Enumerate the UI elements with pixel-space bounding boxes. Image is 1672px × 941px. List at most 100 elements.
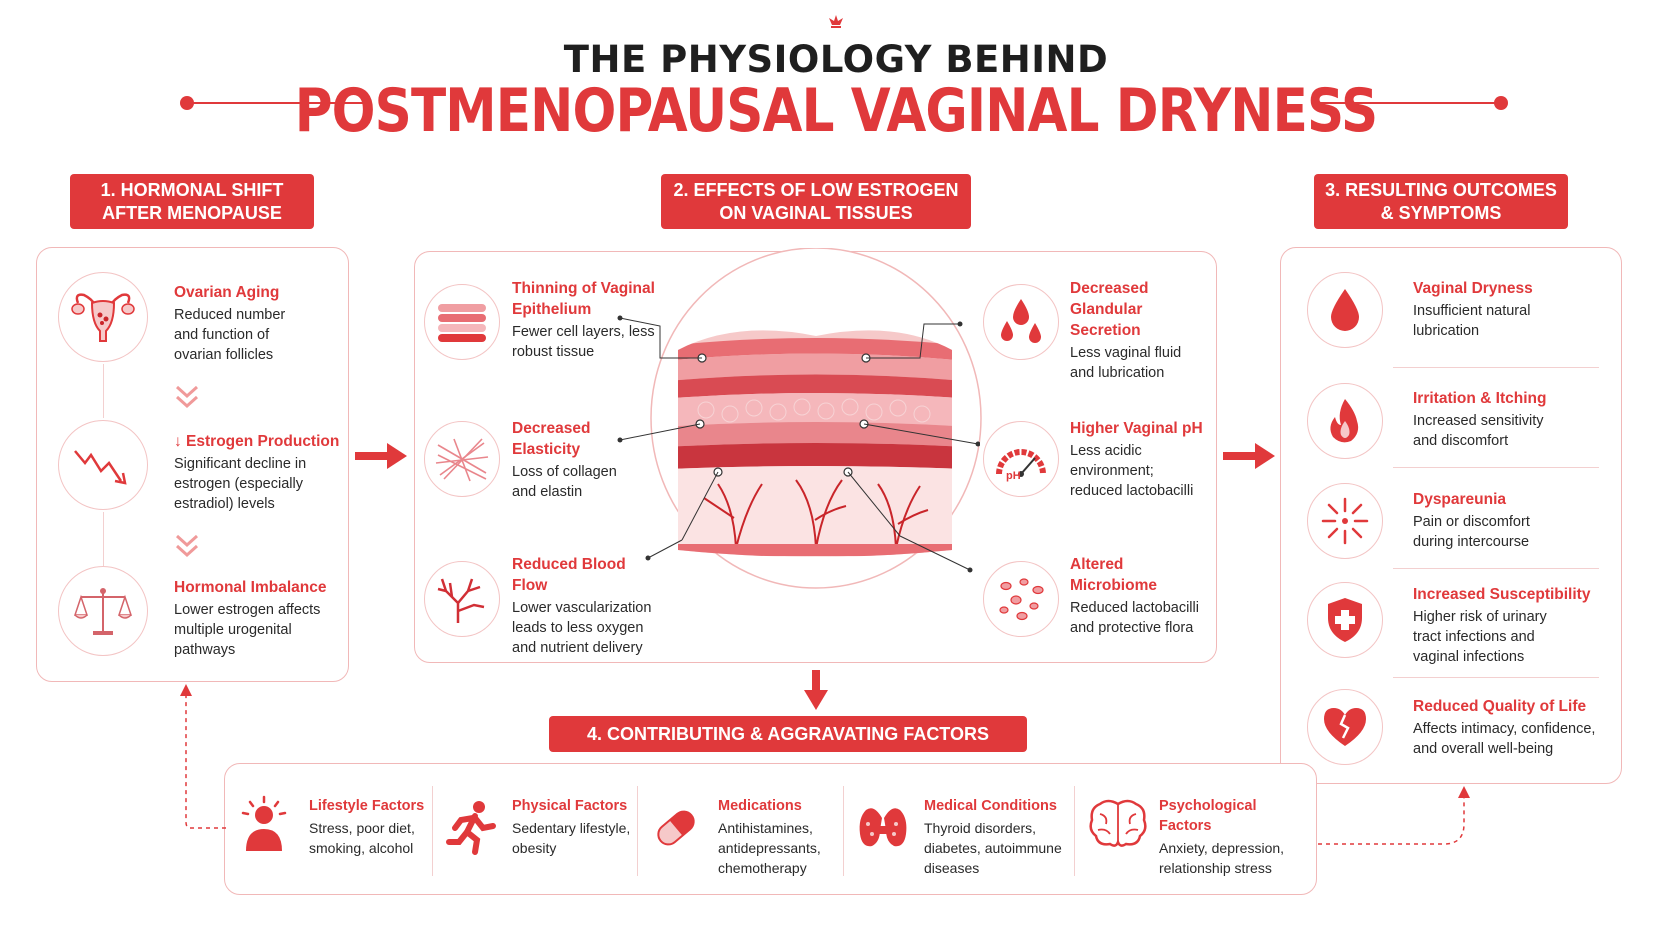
- factor-desc: Sedentary lifestyle, obesity: [512, 820, 631, 856]
- section-header-outcomes: 3. RESULTING OUTCOMES & SYMPTOMS: [1314, 174, 1568, 229]
- item-desc: Less acidic environment; reduced lactoba…: [1070, 443, 1194, 499]
- outcome-item-dryness: Vaginal Dryness Insufficient natural lub…: [1413, 278, 1603, 341]
- factor-divider: [432, 786, 433, 876]
- chevron-down-icon: [175, 534, 199, 558]
- effect-item-ph: Higher Vaginal pH Less acidic environmen…: [1070, 418, 1210, 501]
- factor-title: Medical Conditions: [924, 798, 1057, 814]
- lotus-icon: [829, 15, 843, 28]
- connector-line: [103, 364, 104, 418]
- effect-item-epithelium: Thinning of Vaginal Epithelium Fewer cel…: [512, 278, 662, 362]
- outcome-item-dyspareunia: Dyspareunia Pain or discomfort during in…: [1413, 489, 1603, 552]
- factor-desc: Antihistamines, antidepressants, chemoth…: [718, 820, 821, 876]
- pill-icon: [657, 810, 695, 846]
- shield-cross-icon: [1328, 598, 1362, 642]
- item-title: Hormonal Imbalance: [174, 579, 327, 596]
- arrow-right-icon: [355, 443, 407, 469]
- section-header-line: AFTER MENOPAUSE: [102, 202, 282, 223]
- icon-circle-irritation: [1307, 383, 1383, 459]
- factor-title: Physical Factors: [512, 798, 628, 814]
- pain-burst-icon: [1321, 497, 1369, 545]
- scales-icon: [73, 588, 133, 635]
- section-header-line: 2. EFFECTS OF LOW ESTROGEN: [673, 179, 959, 200]
- section-header-line: 3. RESULTING OUTCOMES: [1325, 179, 1557, 200]
- factor-lifestyle: Lifestyle Factors Stress, poor diet, smo…: [309, 796, 434, 858]
- section-header-line: ON VAGINAL TISSUES: [719, 202, 913, 223]
- page-title: POSTMENOPAUSAL VAGINAL DRYNESS: [294, 76, 1378, 146]
- icon-circle-susceptibility: [1307, 582, 1383, 658]
- icon-circle-microbiome: [983, 561, 1059, 637]
- factor-title: Psychological Factors: [1159, 798, 1257, 834]
- item-desc: Loss of collagen and elastin: [512, 464, 617, 500]
- item-desc: Reduced lactobacilli and protective flor…: [1070, 600, 1199, 636]
- thyroid-icon: [859, 808, 907, 847]
- section-header-effects: 2. EFFECTS OF LOW ESTROGEN ON VAGINAL TI…: [661, 174, 971, 229]
- icon-circle-dyspareunia: [1307, 483, 1383, 559]
- icon-circle-elasticity: [424, 421, 500, 497]
- microbes-icon: [999, 578, 1044, 621]
- factor-divider: [637, 786, 638, 876]
- arrow-right-icon: [1223, 443, 1275, 469]
- item-title: Reduced Blood Flow: [512, 556, 626, 594]
- factor-desc: Thyroid disorders, diabetes, autoimmune …: [924, 820, 1062, 876]
- item-desc: Less vaginal fluid and lubrication: [1070, 345, 1182, 381]
- item-title: Dyspareunia: [1413, 491, 1507, 508]
- item-title: Reduced Quality of Life: [1413, 698, 1587, 715]
- title-rule-dot-right: [1494, 96, 1508, 110]
- item-desc: Significant decline in estrogen (especia…: [174, 456, 307, 512]
- effect-item-bloodflow: Reduced Blood Flow Lower vascularization…: [512, 554, 662, 658]
- blood-vessels-icon: [437, 578, 485, 623]
- outcome-item-susceptibility: Increased Susceptibility Higher risk of …: [1413, 584, 1608, 667]
- broken-heart-icon: [1324, 708, 1366, 746]
- hormonal-item-imbalance: Hormonal Imbalance Lower estrogen affect…: [174, 577, 349, 660]
- item-title: Irritation & Itching: [1413, 390, 1547, 407]
- item-desc: Lower estrogen affects multiple urogenit…: [174, 602, 321, 658]
- title-rule-dot-left: [180, 96, 194, 110]
- factor-divider: [843, 786, 844, 876]
- item-title: Decreased Elasticity: [512, 420, 591, 458]
- outcome-divider: [1393, 677, 1599, 678]
- icon-circle-secretion: [983, 284, 1059, 360]
- icon-circle-estrogen: [58, 420, 148, 510]
- drop-icon: [1331, 289, 1359, 331]
- outcome-divider: [1393, 467, 1599, 468]
- running-person-icon: [446, 801, 496, 855]
- factor-desc: Stress, poor diet, smoking, alcohol: [309, 820, 415, 856]
- outcome-divider: [1393, 568, 1599, 569]
- title-top: THE PHYSIOLOGY BEHIND: [563, 38, 1109, 81]
- title-rule-left: [188, 102, 371, 104]
- tissue-layers-icon: [438, 304, 486, 342]
- effect-item-secretion: Decreased Glandular Secretion Less vagin…: [1070, 278, 1215, 383]
- section-header-factors: 4. CONTRIBUTING & AGGRAVATING FACTORS: [549, 716, 1027, 752]
- connector-line: [103, 512, 104, 566]
- chevron-down-icon: [175, 385, 199, 409]
- arrow-down-icon: [804, 670, 828, 710]
- tissue-cross-section-illustration: [650, 248, 982, 589]
- icon-circle-imbalance: [58, 566, 148, 656]
- factor-title: Lifestyle Factors: [309, 798, 425, 814]
- icon-circle-bloodflow: [424, 561, 500, 637]
- declining-graph-icon: [74, 450, 127, 485]
- item-desc: Reduced number and function of ovarian f…: [174, 307, 286, 363]
- uterus-ovaries-icon: [71, 293, 135, 342]
- icon-circle-epithelium: [424, 284, 500, 360]
- factor-medications: Medications Antihistamines, antidepressa…: [718, 796, 838, 878]
- item-desc: Fewer cell layers, less robust tissue: [512, 324, 655, 360]
- item-title: Higher Vaginal pH: [1070, 420, 1203, 437]
- outcome-item-quality: Reduced Quality of Life Affects intimacy…: [1413, 696, 1613, 759]
- icon-circle-ovarian: [58, 272, 148, 362]
- outcome-item-irritation: Irritation & Itching Increased sensitivi…: [1413, 388, 1603, 451]
- section-header-hormonal: 1. HORMONAL SHIFT AFTER MENOPAUSE: [70, 174, 314, 229]
- item-desc: Affects intimacy, confidence, and overal…: [1413, 721, 1596, 757]
- item-title: Vaginal Dryness: [1413, 280, 1533, 297]
- feedback-arrow-right: [1318, 786, 1470, 845]
- icon-circle-ph: pH: [983, 421, 1059, 497]
- item-title: Altered Microbiome: [1070, 556, 1157, 594]
- stressed-person-icon: [241, 795, 287, 851]
- droplets-icon: [1001, 299, 1041, 343]
- item-desc: Insufficient natural lubrication: [1413, 303, 1531, 339]
- item-desc: Higher risk of urinary tract infections …: [1413, 609, 1547, 665]
- effect-item-elasticity: Decreased Elasticity Loss of collagen an…: [512, 418, 632, 502]
- leader-lines: [617, 315, 980, 573]
- item-desc: Increased sensitivity and discomfort: [1413, 413, 1544, 449]
- title-rule-right: [1318, 102, 1500, 104]
